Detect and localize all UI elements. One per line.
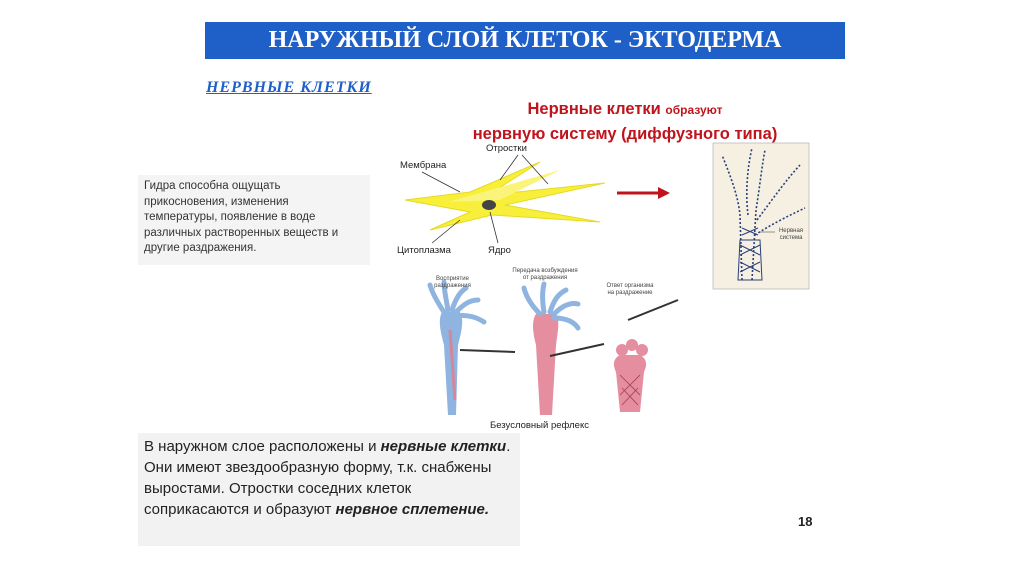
main-text-bold-1: нервные клетки (380, 438, 507, 455)
headline-part1: Нервные клетки (527, 100, 661, 118)
headline-part1-small: образуют (665, 103, 723, 117)
main-text-2: . Они имеют звездообразную форму, т.к. с… (144, 438, 511, 518)
slide-title: НАРУЖНЫЙ СЛОЙ КЛЕТОК - ЭКТОДЕРМА (205, 22, 845, 59)
nerve-net-figure (712, 142, 810, 290)
label-transmission: Передача возбуждения от раздражения (512, 268, 578, 281)
description-box: Гидра способна ощущать прикосновения, из… (138, 175, 370, 265)
label-reflex: Безусловный рефлекс (490, 420, 589, 431)
main-text-box: В наружном слое расположены и нервные кл… (138, 433, 520, 546)
label-perception: Восприятие раздражения (434, 276, 471, 289)
main-text-bold-2: нервное сплетение. (335, 501, 490, 518)
headline-part2: нервную систему (диффузного типа) (472, 125, 778, 143)
page-number: 18 (798, 514, 813, 529)
hydra-blue (427, 279, 516, 415)
label-cytoplasm: Цитоплазма (397, 245, 451, 256)
label-nucleus: Ядро (488, 245, 511, 256)
label-processes: Отростки (486, 143, 527, 154)
hydra-pink (521, 281, 605, 415)
right-arrow-icon (617, 187, 670, 199)
main-text-1: В наружном слое расположены и (144, 438, 381, 455)
label-response: Ответ организма на раздражение (606, 283, 654, 296)
label-nerve-net: Нервная система (778, 228, 804, 241)
neuron-diagram (404, 154, 606, 244)
headline: Нервные клетки образуют нервную систему … (420, 97, 830, 146)
neuron-nucleus-shape (482, 200, 496, 210)
label-membrane: Мембрана (400, 160, 447, 171)
hydra-contracted (613, 299, 679, 412)
section-subtitle: НЕРВНЫЕ КЛЕТКИ (206, 79, 372, 96)
